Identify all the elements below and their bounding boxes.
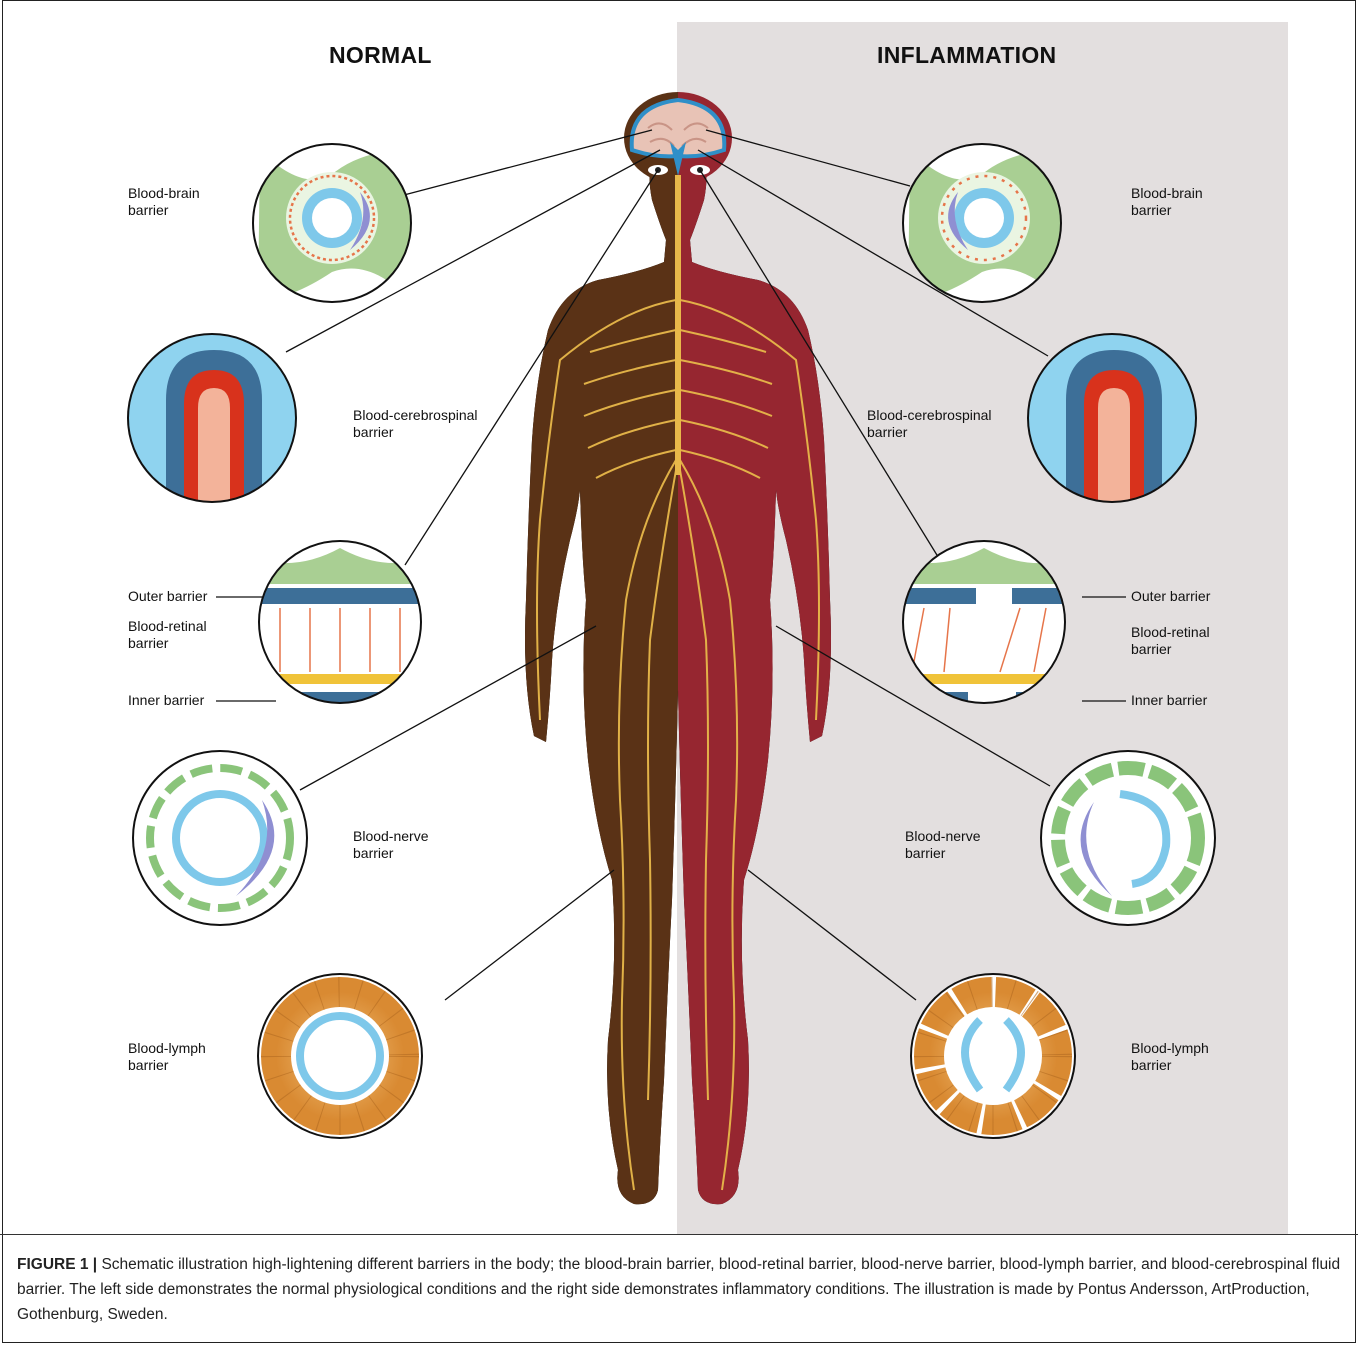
circle-blood-lymph-inflamed	[911, 974, 1075, 1138]
label-outer-barrier-normal: Outer barrier	[128, 588, 207, 605]
figure-caption: FIGURE 1 | Schematic illustration high-l…	[17, 1252, 1342, 1327]
label-inner-barrier-inflamed: Inner barrier	[1131, 692, 1207, 709]
circle-blood-retinal-inflamed	[903, 541, 1072, 708]
label-outer-barrier-inflamed: Outer barrier	[1131, 588, 1210, 605]
circle-blood-lymph-normal	[258, 974, 422, 1138]
circle-blood-brain-normal	[253, 144, 411, 302]
circle-blood-brain-inflamed	[903, 144, 1061, 302]
circle-blood-cerebrospinal-normal	[128, 334, 296, 510]
circle-blood-nerve-normal	[133, 751, 307, 925]
circle-blood-cerebrospinal-inflamed	[1028, 334, 1198, 510]
circle-blood-nerve-inflamed	[1041, 751, 1215, 925]
circle-blood-retinal-normal	[259, 541, 421, 708]
caption-text: Schematic illustration high-lightening d…	[17, 1256, 1340, 1323]
caption-divider	[0, 1234, 1358, 1235]
human-body-figure	[525, 92, 831, 1204]
caption-label: FIGURE 1 |	[17, 1256, 97, 1273]
label-inner-barrier-normal: Inner barrier	[128, 692, 204, 709]
